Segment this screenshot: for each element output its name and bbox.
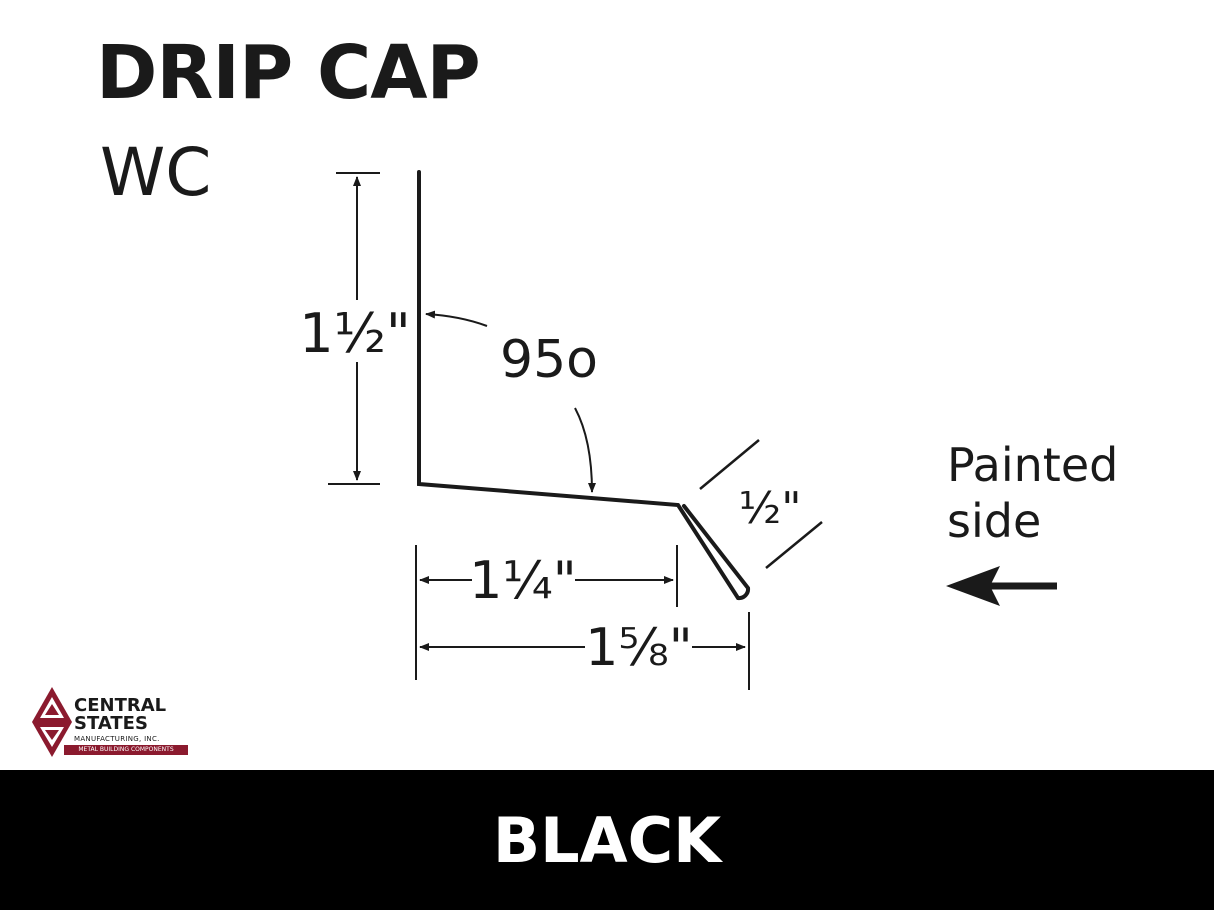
logo-subline: MANUFACTURING, INC.	[74, 735, 160, 743]
logo-tagline: METAL BUILDING COMPONENTS	[64, 745, 188, 755]
height-label: 1½"	[299, 302, 411, 365]
angle-label: 95o	[500, 330, 598, 390]
color-name: BLACK	[492, 803, 722, 877]
product-code: WC	[100, 134, 212, 211]
hem-dimension	[699, 439, 823, 569]
base-dimension	[415, 545, 678, 680]
logo-name-line2: STATES	[74, 713, 148, 734]
product-title: DRIP CAP	[96, 30, 481, 116]
painted-side-line2: side	[947, 494, 1041, 548]
painted-side-line1: Painted	[947, 438, 1118, 492]
painted-side-arrow-icon	[946, 566, 1057, 606]
flashing-profile	[417, 170, 751, 601]
logo-diamond-icon	[32, 687, 72, 757]
profile-diagram: 1½" 95o ½" 1¼" 1⅝" Painted si	[299, 170, 1118, 690]
hem-label: ½"	[739, 483, 802, 534]
base-label: 1¼"	[469, 551, 576, 611]
logo-name-line1: CENTRAL	[74, 695, 167, 716]
overall-dimension	[419, 612, 750, 690]
height-dimension	[328, 172, 380, 485]
overall-label: 1⅝"	[585, 618, 692, 678]
company-logo: CENTRAL STATES MANUFACTURING, INC. METAL…	[30, 685, 200, 760]
angle-callout-arrows	[425, 310, 596, 493]
color-banner: BLACK	[0, 770, 1214, 910]
